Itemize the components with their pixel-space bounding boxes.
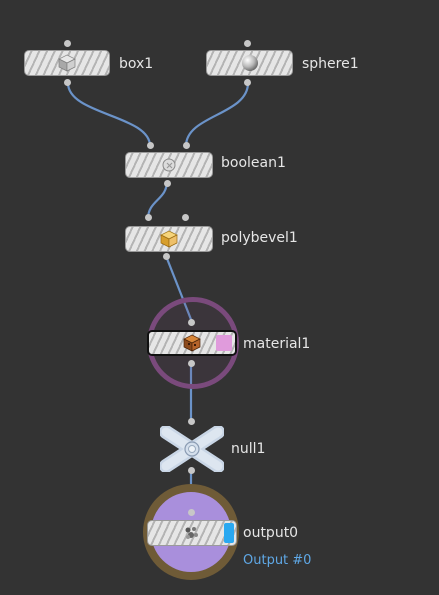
material-box-icon: [183, 334, 201, 352]
boolean-icon: [160, 156, 178, 174]
boolean1-output-connector[interactable]: [164, 180, 171, 187]
polybevel1-input-connector[interactable]: [145, 214, 152, 221]
wire-boolean1-polybevel1[interactable]: [146, 180, 169, 220]
material1-output-connector[interactable]: [188, 360, 195, 367]
null1-input-connector[interactable]: [188, 418, 195, 425]
sphere1-input-connector[interactable]: [244, 40, 251, 47]
sphere-icon: [241, 54, 259, 72]
wire-sphere1-boolean1[interactable]: [184, 82, 250, 147]
wire-box1-boolean1[interactable]: [66, 82, 152, 147]
node-boolean1[interactable]: [125, 152, 213, 178]
null1-output-connector[interactable]: [188, 467, 195, 474]
output0-input-connector[interactable]: [188, 509, 195, 516]
output-index-label: Output #0: [243, 553, 312, 568]
node-label-null1: null1: [231, 441, 266, 457]
node-label-sphere1: sphere1: [302, 56, 359, 72]
render-flag[interactable]: [224, 523, 234, 543]
node-sphere1[interactable]: [206, 50, 293, 76]
boolean1-input-connector-b[interactable]: [183, 142, 190, 149]
polybevel1-input-connector-2[interactable]: [182, 214, 189, 221]
sphere1-output-connector[interactable]: [244, 79, 251, 86]
box1-output-connector[interactable]: [64, 79, 71, 86]
polybevel1-output-connector[interactable]: [163, 253, 170, 260]
node-null1[interactable]: [159, 425, 225, 473]
null-x-icon: [159, 425, 225, 473]
output-icon: [183, 524, 201, 542]
node-polybevel1[interactable]: [125, 226, 213, 252]
node-label-polybevel1: polybevel1: [221, 230, 298, 246]
node-output0[interactable]: [147, 520, 237, 546]
cube-icon: [58, 54, 76, 72]
node-label-box1: box1: [119, 56, 154, 72]
box1-input-connector[interactable]: [64, 40, 71, 47]
node-box1[interactable]: [24, 50, 110, 76]
bevel-box-icon: [160, 230, 178, 248]
node-label-output0: output0: [243, 525, 299, 541]
node-label-material1: material1: [243, 336, 311, 352]
node-label-boolean1: boolean1: [221, 155, 286, 171]
boolean1-input-connector-a[interactable]: [147, 142, 154, 149]
material1-input-connector[interactable]: [188, 319, 195, 326]
material-flag[interactable]: [216, 335, 232, 351]
node-material1[interactable]: [147, 330, 237, 356]
